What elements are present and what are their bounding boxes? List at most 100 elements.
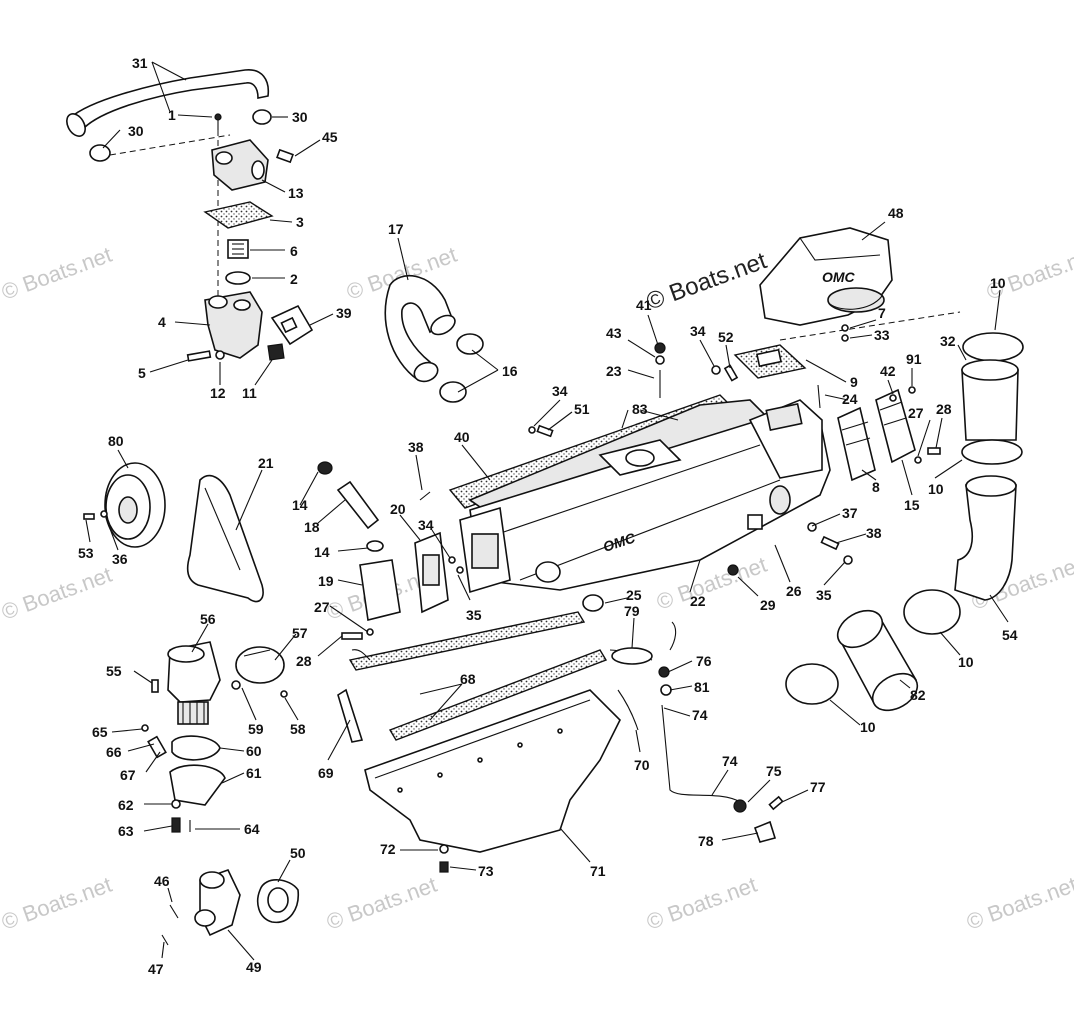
clamp-16 [456, 333, 484, 355]
exhaust-elbow-48: OMC [759, 227, 893, 326]
cover-19 [359, 559, 401, 621]
callout-7: 7 [878, 305, 886, 321]
callout-10: 10 [860, 719, 876, 735]
oil-pan-71 [364, 689, 621, 853]
callout-9: 9 [850, 374, 858, 390]
callout-54: 54 [1002, 627, 1018, 643]
callout-24: 24 [842, 391, 858, 407]
callout-66: 66 [106, 744, 122, 760]
callout-68: 68 [460, 671, 476, 687]
water-pump-56 [151, 641, 288, 725]
cover-plates [733, 344, 916, 482]
bolt-55 [151, 679, 159, 693]
hose-18 [336, 480, 380, 530]
pump-plate-group [141, 724, 226, 833]
callout-65: 65 [92, 724, 108, 740]
plate-8 [837, 406, 876, 482]
dipstick-group [609, 621, 784, 843]
callout-25: 25 [626, 587, 642, 603]
callout-32: 32 [940, 333, 956, 349]
watermark: © Boats.net [323, 872, 440, 935]
callout-58: 58 [290, 721, 306, 737]
callout-63: 63 [118, 823, 134, 839]
callout-64: 64 [244, 821, 260, 837]
callout-13: 13 [288, 185, 304, 201]
clamp-30 [89, 144, 111, 162]
watermark: © Boats.net [0, 562, 115, 625]
hose-17-assembly [384, 275, 484, 403]
callout-16: 16 [502, 363, 518, 379]
callout-31: 31 [132, 55, 148, 71]
callout-75: 75 [766, 763, 782, 779]
gasket-60 [171, 735, 221, 761]
washer-12 [215, 350, 225, 360]
pulley-belt [83, 462, 264, 603]
callout-77: 77 [810, 779, 826, 795]
gasket-3 [203, 201, 274, 229]
clamp-10 [962, 332, 1024, 362]
callout-40: 40 [454, 429, 470, 445]
belt-21 [186, 474, 264, 603]
callout-15: 15 [904, 497, 920, 513]
callout-57: 57 [292, 625, 308, 641]
bolt-5 [186, 350, 212, 362]
callout-28: 28 [936, 401, 952, 417]
callout-12: 12 [210, 385, 226, 401]
oil-pan-assembly [337, 611, 639, 873]
callout-48: 48 [888, 205, 904, 221]
callout-38: 38 [408, 439, 424, 455]
fasteners [419, 324, 941, 612]
callout-labels: 31 1 30 30 45 13 3 6 2 4 39 5 12 11 17 1… [78, 55, 1018, 977]
callout-33: 33 [874, 327, 890, 343]
callout-83: 83 [632, 401, 648, 417]
callout-22: 22 [690, 593, 706, 609]
ring-79 [611, 647, 653, 665]
clamp-10 [785, 663, 839, 705]
callout-69: 69 [318, 765, 334, 781]
callout-55: 55 [106, 663, 122, 679]
callout-70: 70 [634, 757, 650, 773]
thermostat-assembly [66, 69, 314, 362]
callout-2: 2 [290, 271, 298, 287]
callout-21: 21 [258, 455, 274, 471]
gasket-68 [388, 649, 608, 741]
callout-72: 72 [380, 841, 396, 857]
clamp-10 [903, 589, 961, 635]
watermark: © Boats.net [643, 872, 760, 935]
callout-47: 47 [148, 961, 164, 977]
watermark: © Boats.net [0, 872, 115, 935]
right-hose-assembly [779, 311, 1024, 712]
callout-5: 5 [138, 365, 146, 381]
pump-49-group [161, 869, 299, 946]
clamp-16 [439, 381, 467, 403]
callout-27: 27 [908, 405, 924, 421]
callout-82: 82 [910, 687, 926, 703]
leader-lines [85, 61, 1009, 961]
callout-34: 34 [552, 383, 568, 399]
callout-19: 19 [318, 573, 334, 589]
callout-14: 14 [314, 544, 330, 560]
bracket-69 [337, 688, 364, 743]
callout-60: 60 [246, 743, 262, 759]
callout-38: 38 [866, 525, 882, 541]
callout-29: 29 [760, 597, 776, 613]
watermark: © Boats.net [963, 872, 1074, 935]
callout-37: 37 [842, 505, 858, 521]
callout-14: 14 [292, 497, 308, 513]
callout-27: 27 [314, 599, 330, 615]
callout-39: 39 [336, 305, 352, 321]
callout-17: 17 [388, 221, 404, 237]
hose-end [66, 113, 86, 137]
callout-79: 79 [624, 603, 640, 619]
callout-91: 91 [906, 351, 922, 367]
callout-59: 59 [248, 721, 264, 737]
callout-35: 35 [466, 607, 482, 623]
callout-67: 67 [120, 767, 136, 783]
callout-10: 10 [990, 275, 1006, 291]
watermark: © Boats.net [983, 242, 1074, 305]
callout-45: 45 [322, 129, 338, 145]
callout-6: 6 [290, 243, 298, 259]
callout-52: 52 [718, 329, 734, 345]
callout-20: 20 [390, 501, 406, 517]
